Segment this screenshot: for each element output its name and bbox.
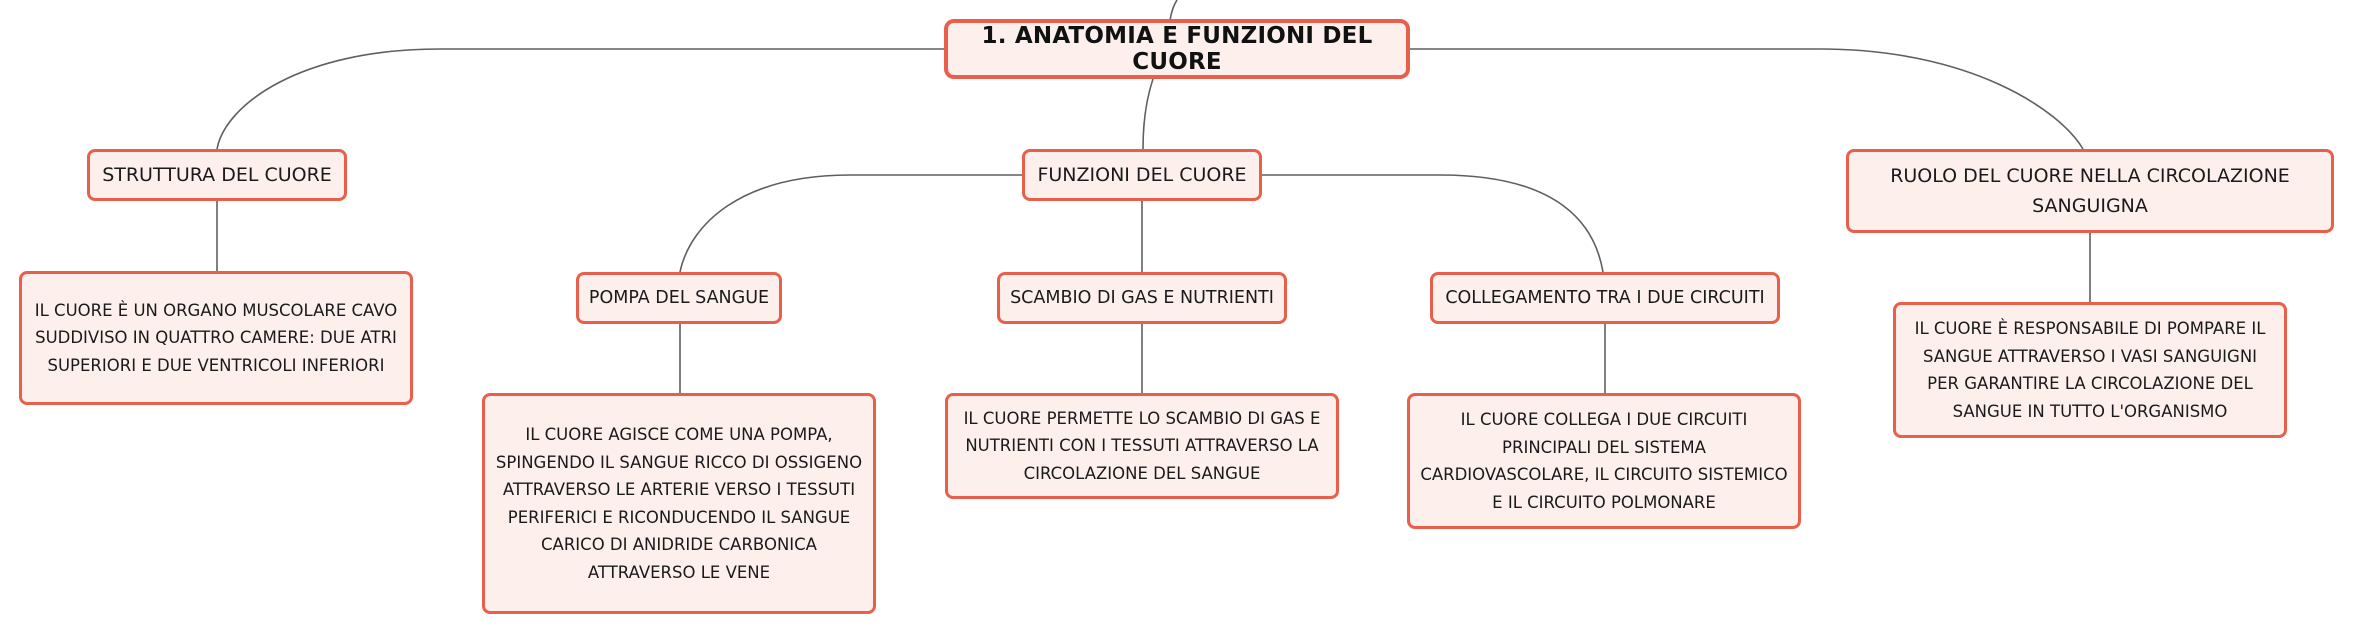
desc-scambio-text: IL CUORE PERMETTE LO SCAMBIO DI GAS E NU… <box>963 408 1321 483</box>
subtopic-collegamento-node[interactable]: COLLEGAMENTO TRA I DUE CIRCUITI <box>1430 272 1780 324</box>
desc-struttura-node[interactable]: IL CUORE È UN ORGANO MUSCOLARE CAVO SUDD… <box>19 271 413 405</box>
connector-root-to-struttura <box>216 48 944 150</box>
topic-funzioni-node[interactable]: FUNZIONI DEL CUORE <box>1022 149 1262 201</box>
topic-ruolo-node[interactable]: RUOLO DEL CUORE NELLA CIRCOLAZIONE SANGU… <box>1846 149 2334 233</box>
root-node[interactable]: 1. ANATOMIA E FUNZIONI DEL CUORE <box>944 19 1410 79</box>
desc-ruolo-node[interactable]: IL CUORE È RESPONSABILE DI POMPARE IL SA… <box>1893 302 2287 438</box>
desc-scambio-node[interactable]: IL CUORE PERMETTE LO SCAMBIO DI GAS E NU… <box>945 393 1339 499</box>
connector-root-to-ruolo <box>1410 48 2084 150</box>
desc-pompa-text: IL CUORE AGISCE COME UNA POMPA, SPINGEND… <box>495 425 863 582</box>
connector-funzioni-to-collegamento <box>1262 174 1604 273</box>
subtopic-pompa-node[interactable]: POMPA DEL SANGUE <box>576 272 782 324</box>
topic-funzioni-label: FUNZIONI DEL CUORE <box>1037 164 1247 186</box>
subtopic-collegamento-label: COLLEGAMENTO TRA I DUE CIRCUITI <box>1445 288 1765 308</box>
subtopic-pompa-label: POMPA DEL SANGUE <box>588 288 770 308</box>
topic-ruolo-label: RUOLO DEL CUORE NELLA CIRCOLAZIONE SANGU… <box>1890 165 2290 217</box>
topic-struttura-label: STRUTTURA DEL CUORE <box>102 164 332 186</box>
connector-funzioni-to-pompa <box>679 174 1022 273</box>
topic-struttura-node[interactable]: STRUTTURA DEL CUORE <box>87 149 347 201</box>
desc-ruolo-text: IL CUORE È RESPONSABILE DI POMPARE IL SA… <box>1914 319 2266 421</box>
root-node-label: 1. ANATOMIA E FUNZIONI DEL CUORE <box>981 23 1373 75</box>
desc-pompa-node[interactable]: IL CUORE AGISCE COME UNA POMPA, SPINGEND… <box>482 393 876 614</box>
subtopic-scambio-label: SCAMBIO DI GAS E NUTRIENTI <box>1010 288 1274 308</box>
connector-parent-to-root <box>1169 0 1178 21</box>
desc-struttura-text: IL CUORE È UN ORGANO MUSCOLARE CAVO SUDD… <box>34 300 398 375</box>
connector-root-to-funzioni <box>1142 78 1154 150</box>
desc-collegamento-text: IL CUORE COLLEGA I DUE CIRCUITI PRINCIPA… <box>1420 410 1788 512</box>
subtopic-scambio-node[interactable]: SCAMBIO DI GAS E NUTRIENTI <box>997 272 1287 324</box>
desc-collegamento-node[interactable]: IL CUORE COLLEGA I DUE CIRCUITI PRINCIPA… <box>1407 393 1801 529</box>
